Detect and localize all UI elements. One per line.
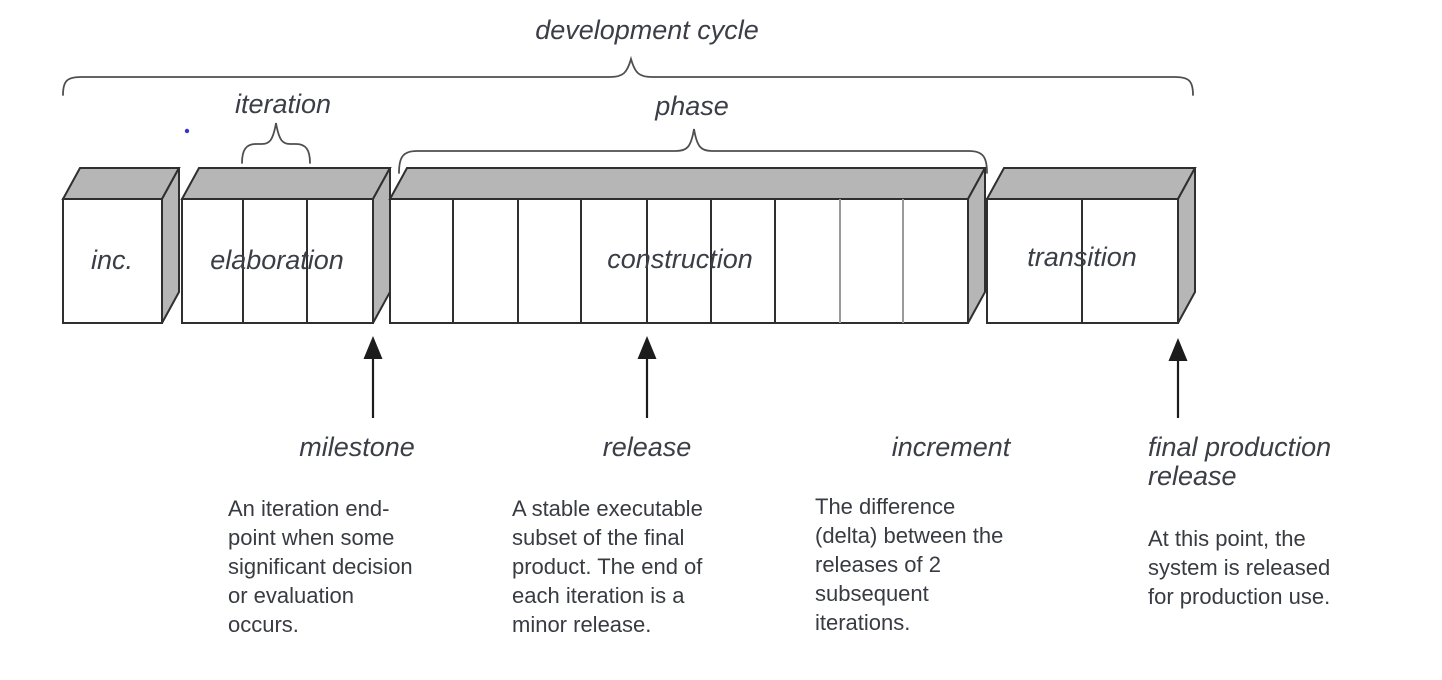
inception-top-face (61, 167, 181, 200)
increment-description: The difference (delta) between the relea… (815, 492, 1003, 637)
text-line: (delta) between the (815, 523, 1004, 548)
final-production-release-arrow (1168, 338, 1188, 418)
inception-label: inc. (90, 245, 134, 275)
text-line: product. The end of (512, 554, 703, 579)
milestone-label: milestone (299, 432, 415, 462)
construction-box (388, 167, 987, 324)
inception-front-face (62, 198, 163, 324)
release-arrow (637, 336, 657, 418)
text-line: A stable executable (512, 496, 703, 521)
text-line: iterations. (815, 610, 911, 635)
text-line: An iteration end- (228, 496, 390, 521)
increment-label: increment (891, 432, 1011, 462)
text-line: for production use. (1148, 584, 1331, 609)
blue-speck-left (184, 128, 190, 134)
text-line: each iteration is a (512, 583, 685, 608)
phase-brace (398, 128, 988, 174)
elaboration-front-face (181, 198, 374, 324)
iteration-brace (241, 122, 311, 164)
construction-front-face (389, 198, 969, 324)
construction-label: construction (607, 244, 753, 274)
text-line: occurs. (228, 612, 299, 637)
milestone-description: An iteration end- point when some signif… (228, 494, 413, 639)
final-production-release-label: final production release (1148, 433, 1331, 491)
development-cycle-brace (62, 55, 1194, 96)
transition-label: transition (1027, 242, 1137, 272)
elaboration-label: elaboration (210, 245, 344, 275)
text-line: minor release. (512, 612, 652, 637)
text-line: or evaluation (228, 583, 354, 608)
transition-top-face (985, 167, 1197, 200)
text-line: subset of the final (512, 525, 685, 550)
release-label: release (602, 432, 692, 462)
label-line: final production (1148, 432, 1332, 462)
phase-label: phase (655, 91, 729, 121)
final-production-release-description: At this point, the system is released fo… (1148, 524, 1330, 611)
release-description: A stable executable subset of the final … (512, 494, 703, 639)
iteration-label: iteration (234, 89, 332, 119)
text-line: significant decision (228, 554, 413, 579)
label-line: release (1148, 461, 1237, 491)
development-cycle-label: development cycle (535, 15, 759, 45)
text-line: The difference (815, 494, 956, 519)
text-line: subsequent (815, 581, 929, 606)
text-line: system is released (1148, 555, 1331, 580)
text-line: At this point, the (1148, 526, 1306, 551)
transition-box (985, 167, 1197, 324)
elaboration-top-face (180, 167, 392, 200)
elaboration-box (180, 167, 392, 324)
milestone-arrow (363, 336, 383, 418)
text-line: point when some (228, 525, 395, 550)
construction-top-face (388, 167, 987, 200)
text-line: releases of 2 (815, 552, 941, 577)
inception-box (61, 167, 181, 324)
